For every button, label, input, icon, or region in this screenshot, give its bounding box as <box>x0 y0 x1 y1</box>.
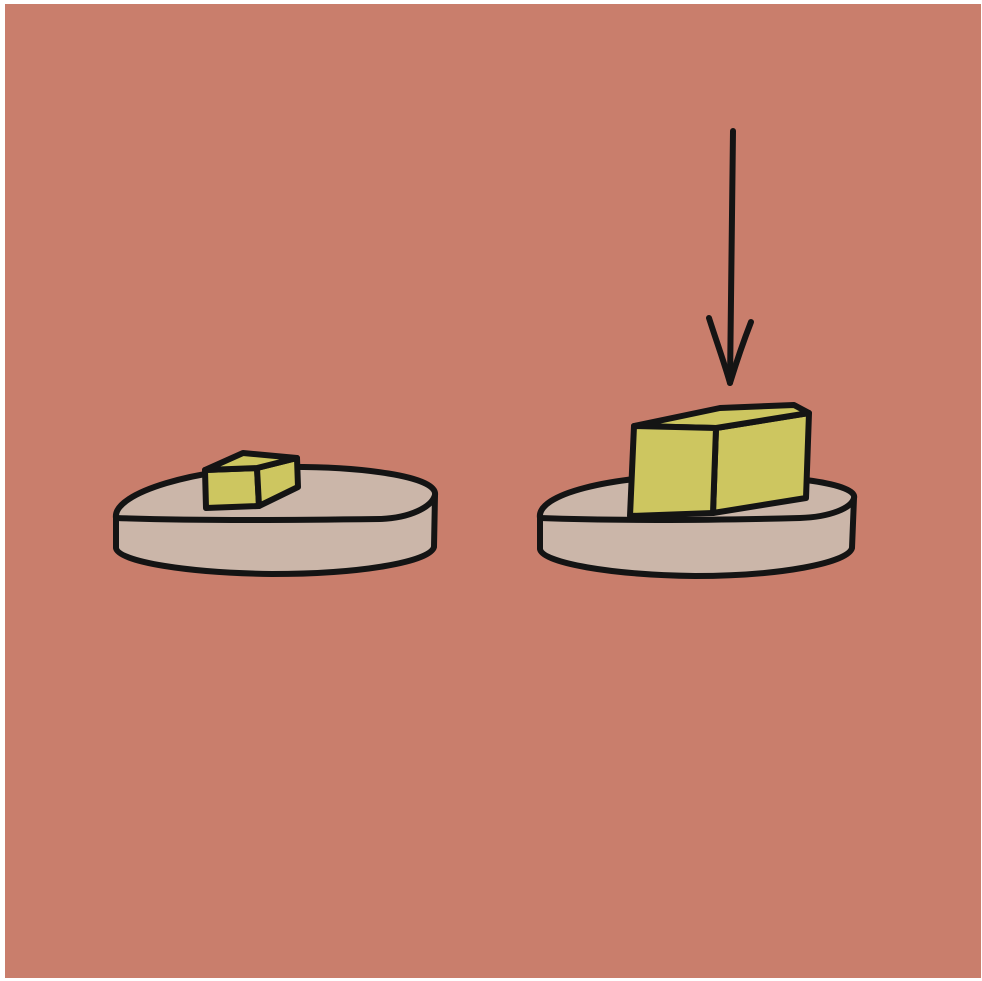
small-block-front <box>205 468 259 508</box>
large-block <box>630 405 809 516</box>
arrow-shaft <box>730 131 733 383</box>
large-block-front <box>630 426 716 516</box>
